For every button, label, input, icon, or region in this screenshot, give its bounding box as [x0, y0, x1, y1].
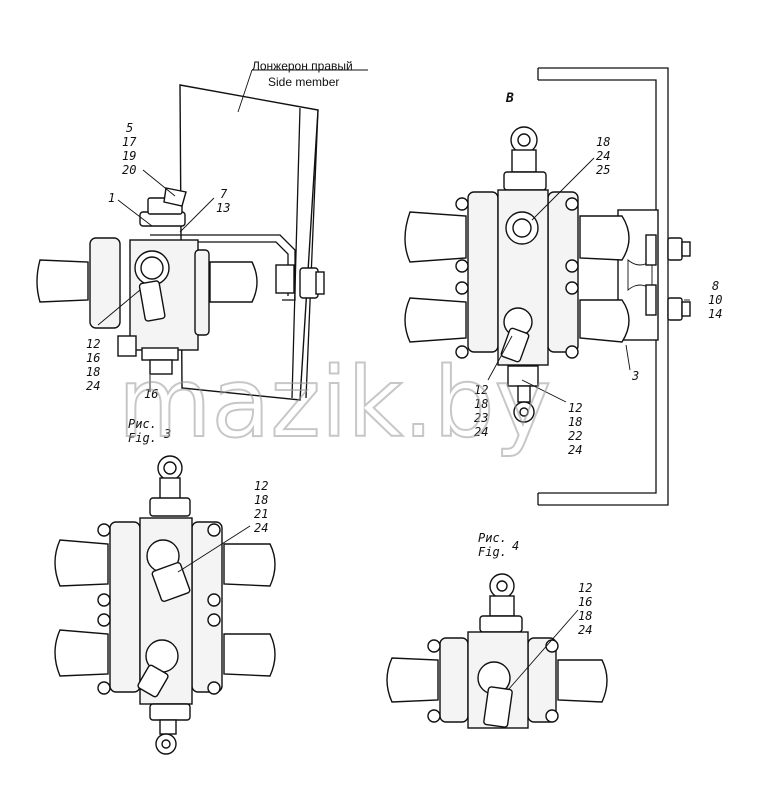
- svg-text:10: 10: [708, 293, 722, 307]
- svg-text:24: 24: [568, 443, 582, 457]
- fig4-leader: [507, 609, 579, 691]
- svg-text:24: 24: [596, 149, 610, 163]
- svg-text:12: 12: [254, 479, 268, 493]
- left-diaphragm: [36, 259, 89, 303]
- callout-group-12-16-18-24-left: 12 16 18 24: [86, 337, 100, 393]
- fig3-leader: [177, 525, 251, 573]
- svg-text:Fig.: Fig.: [478, 545, 507, 559]
- fig4-assembly: [386, 573, 608, 729]
- svg-text:16: 16: [86, 351, 100, 365]
- svg-text:3: 3: [163, 427, 171, 441]
- callout-13: 13: [216, 201, 230, 215]
- callout-group-12-18-22-24: 12 18 22 24: [568, 401, 582, 457]
- callout-19: 19: [122, 149, 136, 163]
- svg-text:Рис.: Рис.: [128, 417, 157, 431]
- svg-text:24: 24: [578, 623, 592, 637]
- svg-text:14: 14: [708, 307, 722, 321]
- fig4-caption: Рис. Fig. 4: [478, 531, 519, 559]
- callout-group-5-17-19-20: 5 17 19 20: [122, 121, 137, 177]
- watermark: mazik.by: [118, 347, 551, 459]
- right-diaphragm: [209, 261, 258, 303]
- svg-text:18: 18: [86, 365, 100, 379]
- svg-text:4: 4: [512, 539, 519, 553]
- svg-text:22: 22: [568, 429, 582, 443]
- callout-group-7-13: 7 13: [216, 187, 230, 215]
- svg-text:18: 18: [578, 609, 592, 623]
- view-letter-b: В: [505, 91, 514, 106]
- svg-text:12: 12: [474, 383, 488, 397]
- svg-text:Рис.: Рис.: [478, 531, 507, 545]
- callout-17: 17: [122, 135, 137, 149]
- callout-group-8-10-14: 8 10 14: [708, 279, 722, 321]
- svg-text:24: 24: [254, 521, 268, 535]
- svg-text:12: 12: [578, 581, 592, 595]
- side-member-assembly: Лонжерон правый Side member: [36, 59, 368, 401]
- callout-16: 16: [144, 387, 158, 401]
- callout-group-12-16-18-24-fig4: 12 16 18 24: [578, 581, 592, 637]
- fig3-assembly: [54, 455, 276, 755]
- svg-text:21: 21: [254, 507, 268, 521]
- svg-text:18: 18: [568, 415, 582, 429]
- fig3-caption: Рис. Fig. 3: [128, 417, 171, 445]
- svg-text:8: 8: [712, 279, 719, 293]
- svg-text:24: 24: [474, 425, 488, 439]
- callout-7: 7: [220, 187, 228, 201]
- svg-text:Fig.: Fig.: [128, 431, 157, 445]
- svg-text:16: 16: [578, 595, 592, 609]
- svg-text:12: 12: [86, 337, 100, 351]
- bracket: [150, 234, 296, 301]
- callout-group-12-18-23-24: 12 18 23 24: [474, 383, 488, 439]
- svg-text:24: 24: [86, 379, 100, 393]
- side-member-leader: [237, 69, 253, 113]
- callout-5: 5: [126, 121, 133, 135]
- view-b-assembly: В: [404, 67, 691, 506]
- callout-group-18-24-25: 18 24 25: [596, 135, 610, 177]
- callout-1: 1: [108, 191, 115, 205]
- svg-text:18: 18: [596, 135, 610, 149]
- svg-text:18: 18: [254, 493, 268, 507]
- callout-group-12-18-21-24: 12 18 21 24: [254, 479, 268, 535]
- callout-3: 3: [631, 369, 639, 383]
- callout-20: 20: [122, 163, 136, 177]
- svg-text:23: 23: [474, 411, 488, 425]
- svg-text:18: 18: [474, 397, 488, 411]
- frame-channel: [538, 67, 669, 506]
- side-member-label-en: Side member: [268, 75, 339, 89]
- svg-text:25: 25: [596, 163, 610, 177]
- side-member-label-ru: Лонжерон правый: [252, 59, 353, 73]
- top-left-leaders: [97, 169, 215, 392]
- view-b-leaders: [487, 157, 690, 403]
- svg-text:12: 12: [568, 401, 582, 415]
